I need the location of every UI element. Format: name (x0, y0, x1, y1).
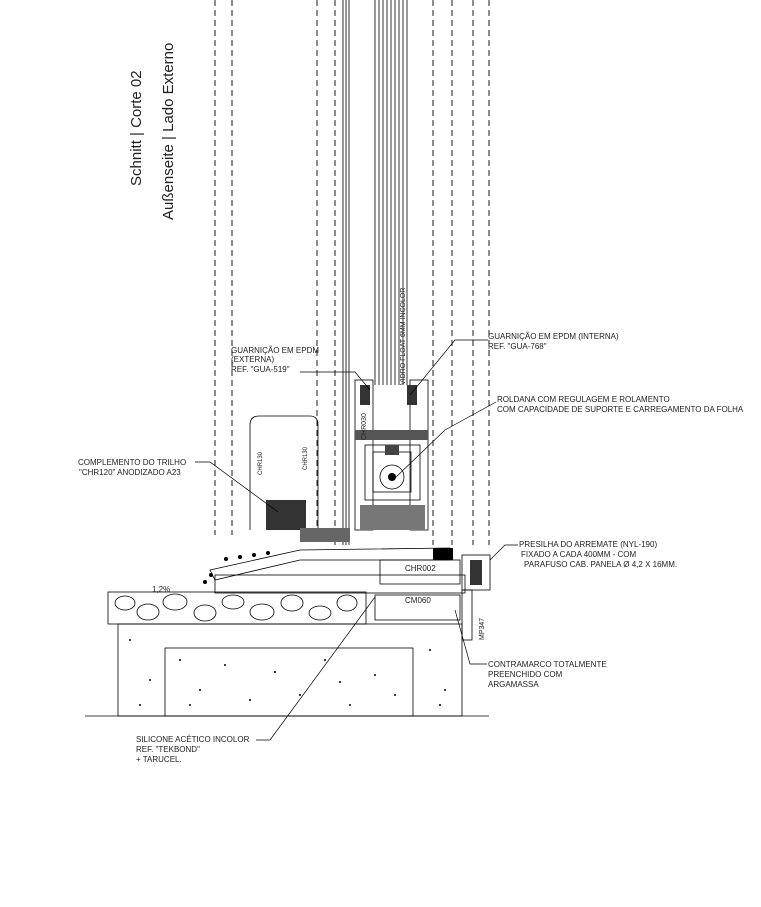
note-roller: ROLDANA COM REGULAGEM E ROLAMENTO COM CA… (497, 395, 744, 414)
title-line-1: Schnitt | Corte 02 (128, 70, 145, 186)
svg-text:SILICONE ACÉTICO INCOLOR: SILICONE ACÉTICO INCOLOR (136, 735, 250, 744)
roller-wheel (360, 444, 425, 530)
svg-text:CONTRAMARCO TOTALMENTE: CONTRAMARCO TOTALMENTE (488, 660, 607, 669)
note-gasket-internal: GUARNIÇÃO EM EPDM (INTERNA) REF. "GUA-76… (488, 332, 619, 351)
note-clip: PRESILHA DO ARREMATE (NYL-190) FIXADO A … (519, 540, 677, 569)
svg-text:CHR130: CHR130 (258, 451, 264, 475)
stone-threshold (107, 591, 367, 625)
svg-text:GUARNIÇÃO EM EPDM (INTERNA): GUARNIÇÃO EM EPDM (INTERNA) (488, 332, 619, 341)
svg-text:REF. "TEKBOND": REF. "TEKBOND" (136, 745, 200, 754)
slope-label: 1,2% (152, 585, 170, 594)
svg-text:COMPLEMENTO DO TRILHO: COMPLEMENTO DO TRILHO (78, 458, 186, 467)
svg-text:GUARNIÇÃO EM EPDM: GUARNIÇÃO EM EPDM (231, 346, 319, 355)
svg-text:REF. "GUA-519": REF. "GUA-519" (231, 365, 290, 374)
glass-panel (374, 0, 408, 385)
svg-text:REF. "GUA-768": REF. "GUA-768" (488, 342, 547, 351)
seal-strip (203, 551, 270, 584)
note-frame: CONTRAMARCO TOTALMENTE PREENCHIDO COM AR… (488, 660, 607, 689)
note-rail: COMPLEMENTO DO TRILHO "CHR120" ANODIZADO… (78, 458, 186, 477)
svg-text:+ TARUCEL.: + TARUCEL. (136, 755, 182, 764)
chr002-label: CHR002 (405, 564, 436, 573)
svg-text:PRESILHA DO ARREMATE (NYL-190): PRESILHA DO ARREMATE (NYL-190) (519, 540, 657, 549)
sub-frame: CM060 MP347 (374, 589, 486, 641)
svg-text:ROLDANA COM REGULAGEM E ROLAME: ROLDANA COM REGULAGEM E ROLAMENTO (497, 395, 670, 404)
title-line-2: Außenseite | Lado Externo (160, 43, 177, 220)
rail-profile: CHR002 (209, 528, 491, 594)
note-gasket-external: GUARNIÇÃO EM EPDM (EXTERNA) REF. "GUA-51… (231, 346, 319, 374)
svg-text:PARAFUSO CAB. PANELA Ø 4,2 X 1: PARAFUSO CAB. PANELA Ø 4,2 X 16MM. (524, 560, 677, 569)
svg-text:CHR130: CHR130 (303, 446, 309, 470)
concrete-base (85, 623, 489, 717)
svg-text:PREENCHIDO COM: PREENCHIDO COM (488, 670, 563, 679)
svg-text:"CHR120" ANODIZADO A23: "CHR120" ANODIZADO A23 (79, 468, 181, 477)
glass-spec-label: VIDRO FLOAT 6MM INCOLOR (400, 288, 407, 385)
svg-text:(EXTERNA): (EXTERNA) (231, 355, 274, 364)
svg-text:CHR030: CHR030 (361, 413, 368, 440)
leader-lines (195, 339, 518, 741)
cm060-label: CM060 (405, 596, 431, 605)
mp347-label: MP347 (479, 618, 486, 640)
svg-text:ARGAMASSA: ARGAMASSA (488, 680, 539, 689)
left-sash-profile: CHR130 CHR130 (249, 0, 350, 545)
svg-text:FIXADO A CADA 400MM - COM: FIXADO A CADA 400MM - COM (521, 550, 636, 559)
note-silicone: SILICONE ACÉTICO INCOLOR REF. "TEKBOND" … (136, 735, 250, 764)
dashed-frame-lines (214, 0, 490, 545)
svg-text:COM CAPACIDADE DE SUPORTE E CA: COM CAPACIDADE DE SUPORTE E CARREGAMENTO… (497, 405, 744, 414)
